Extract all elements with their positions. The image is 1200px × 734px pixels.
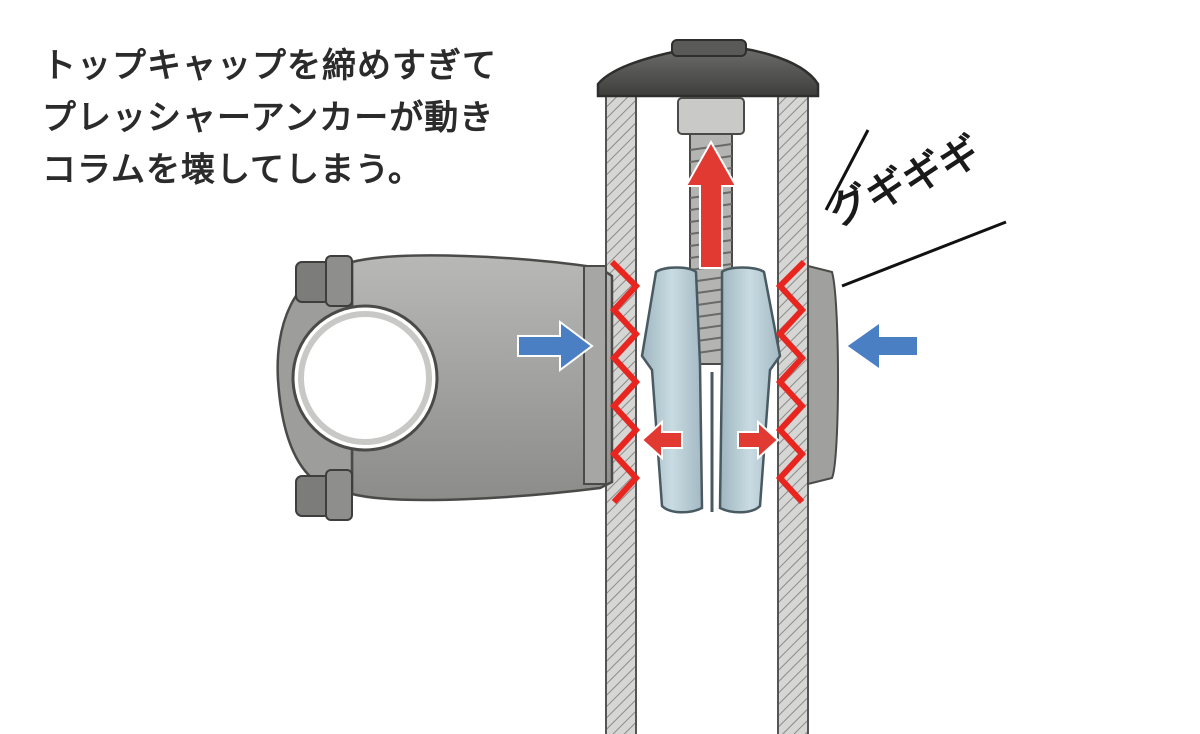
caption: トップキャップを締めすぎて プレッシャーアンカーが動き コラムを壊してしまう。	[42, 40, 582, 196]
stem-steerer-clamp-left	[583, 265, 607, 485]
clamp-bolt-top	[295, 255, 353, 307]
stem-body	[350, 254, 614, 502]
impact-lines	[824, 129, 1007, 288]
anchor-half-left	[640, 266, 704, 514]
stress-zigzags	[609, 259, 807, 505]
steerer-column	[605, 95, 809, 734]
handlebar-bore	[291, 304, 439, 452]
arrow-up-icon	[684, 139, 738, 269]
clamp-force-arrows	[517, 320, 919, 372]
zigzag-left	[609, 259, 641, 505]
arrow-right-blue-icon	[517, 320, 594, 372]
caption-line-2: プレッシャーアンカーが動き	[42, 98, 495, 138]
stem	[276, 254, 839, 521]
top-cap	[596, 39, 820, 98]
stem-steerer-clamp-right	[807, 264, 839, 486]
pressure-anchor	[640, 266, 782, 514]
arrow-left-icon	[640, 419, 683, 461]
arrow-right-icon	[737, 419, 780, 461]
handlebar-bore-shade	[298, 311, 432, 445]
arrow-left-blue-icon	[844, 320, 919, 372]
caption-line-3: コラムを壊してしまう。	[42, 150, 423, 190]
anchor-half-right	[718, 266, 782, 514]
top-cap-bolt-head	[671, 39, 747, 57]
zigzag-right	[775, 259, 807, 505]
bolt-head	[677, 97, 745, 135]
clamp-bolt-bottom	[295, 469, 353, 521]
caption-line-1: トップキャップを締めすぎて	[42, 46, 497, 86]
anchor-force-arrows	[640, 139, 780, 461]
